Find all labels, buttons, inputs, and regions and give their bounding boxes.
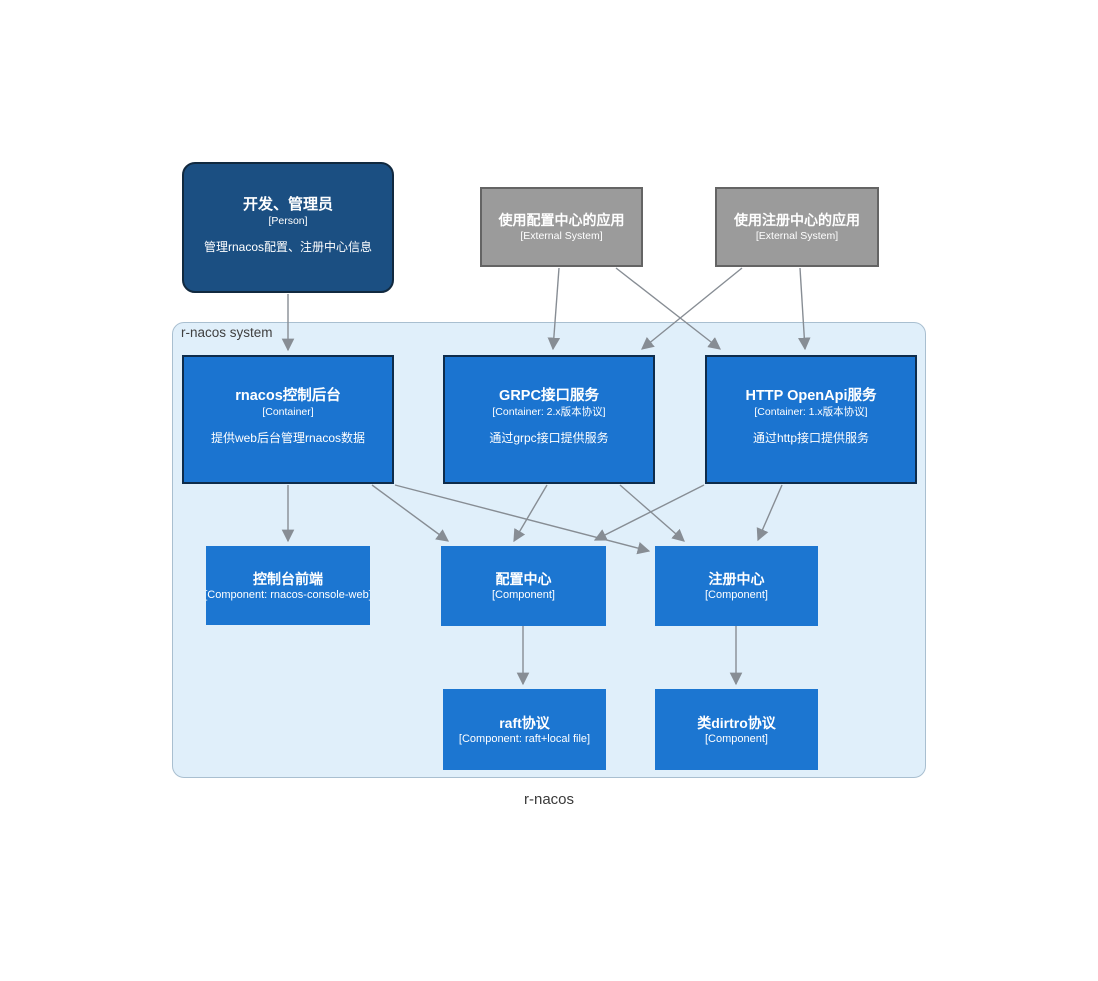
node-title: 使用注册中心的应用 [734,212,860,228]
node-title: 使用配置中心的应用 [498,212,625,228]
node-subtitle: [External System] [755,230,839,242]
node-distro-protocol: 类dirtro协议 [Component] [655,689,818,770]
node-person: 开发、管理员 [Person] 管理rnacos配置、注册中心信息 [182,162,394,293]
node-config-app: 使用配置中心的应用 [External System] [480,187,643,267]
node-raft-protocol: raft协议 [Component: raft+local file] [443,689,606,770]
node-title: 注册中心 [708,571,765,587]
node-description: 管理rnacos配置、注册中心信息 [203,240,373,254]
node-subtitle: [Person] [268,215,308,227]
diagram-caption: r-nacos [523,791,575,808]
node-console-frontend: 控制台前端 [Component: rnacos-console-web] [206,546,370,625]
system-boundary-label: r-nacos system [181,325,273,340]
node-registry-center: 注册中心 [Component] [655,546,818,626]
node-title: 控制台前端 [253,570,323,587]
node-description: 通过grpc接口提供服务 [489,431,609,445]
node-description: 提供web后台管理rnacos数据 [210,431,366,445]
node-console-backend: rnacos控制后台 [Container] 提供web后台管理rnacos数据 [182,355,394,484]
node-title: GRPC接口服务 [499,388,599,404]
node-title: HTTP OpenApi服务 [745,388,877,404]
node-subtitle: [Component] [705,732,768,745]
node-subtitle: [Container] [262,406,314,418]
node-description: 通过http接口提供服务 [752,431,870,445]
node-grpc-service: GRPC接口服务 [Container: 2.x版本协议] 通过grpc接口提供… [443,355,655,484]
node-subtitle: [Component] [492,589,555,601]
node-title: 类dirtro协议 [697,714,776,731]
node-http-service: HTTP OpenApi服务 [Container: 1.x版本协议] 通过ht… [705,355,917,484]
node-title: 配置中心 [495,571,552,587]
node-subtitle: [Container: 1.x版本协议] [754,406,868,418]
node-registry-app: 使用注册中心的应用 [External System] [715,187,879,267]
node-config-center: 配置中心 [Component] [441,546,606,626]
node-subtitle: [Container: 2.x版本协议] [492,406,606,418]
node-title: rnacos控制后台 [235,388,341,404]
node-subtitle: [Component: raft+local file] [458,732,591,745]
node-subtitle: [Component] [705,589,768,601]
node-subtitle: [External System] [520,230,603,242]
node-subtitle: [Component: rnacos-console-web] [206,588,370,601]
node-title: raft协议 [499,714,550,731]
node-title: 开发、管理员 [242,196,333,213]
